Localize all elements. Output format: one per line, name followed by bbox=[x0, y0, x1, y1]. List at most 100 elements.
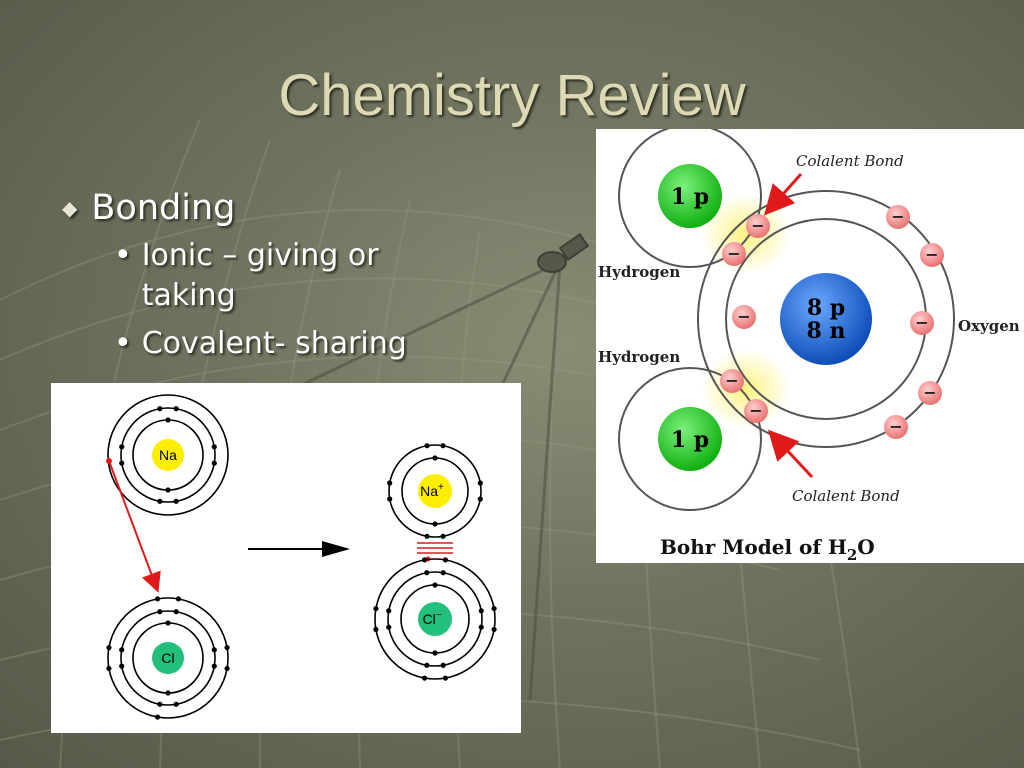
electron-sign: − bbox=[923, 383, 936, 402]
electron-dot bbox=[477, 496, 483, 502]
oxygen-nucleus bbox=[780, 273, 872, 365]
oxygen-label: Oxygen bbox=[958, 317, 1020, 335]
electron-dot bbox=[119, 663, 125, 669]
bullet-ionic-text: Ionic – giving or taking bbox=[141, 238, 379, 313]
electron-dot bbox=[211, 444, 217, 450]
oxygen-neutrons-label: 8 n bbox=[807, 318, 846, 344]
electron-dot bbox=[173, 701, 179, 707]
electron-sign: − bbox=[889, 417, 902, 436]
chloride-ion-label: Cl− bbox=[422, 610, 441, 627]
hydrogen-nucleus-top-label: 1 p bbox=[671, 184, 709, 210]
chlorine-nucleus bbox=[152, 642, 184, 674]
water-bohr-model: 1 p 1 p 8 p 8 n −−−−−−−−−− Colalent Bond… bbox=[596, 129, 1024, 563]
electron-dot bbox=[432, 455, 438, 461]
electron-sign: − bbox=[925, 245, 938, 264]
electron-dot bbox=[432, 650, 438, 656]
electron-dot bbox=[421, 557, 428, 563]
electron-dot bbox=[119, 460, 125, 466]
slide-title: Chemistry Review bbox=[278, 63, 746, 128]
diamond-bullet-icon: ◆ bbox=[62, 196, 78, 220]
electron: − bbox=[720, 369, 744, 393]
electron-dot bbox=[491, 626, 497, 633]
electron-dot bbox=[157, 406, 163, 412]
electron-sign: − bbox=[725, 371, 738, 390]
electron-dot bbox=[432, 582, 438, 588]
electron-dot bbox=[224, 644, 230, 651]
electron-sign: − bbox=[727, 244, 740, 263]
covalent-bond-arrow-bottom bbox=[767, 429, 814, 479]
electron: − bbox=[920, 243, 944, 267]
ionic-bond-lines bbox=[417, 542, 453, 554]
electron-dot bbox=[373, 605, 379, 612]
electron-dot bbox=[119, 444, 125, 450]
diagram-caption: Bohr Model of H2O bbox=[660, 535, 875, 563]
electron-dot bbox=[165, 487, 171, 493]
electron-dot bbox=[478, 624, 484, 630]
orbits bbox=[618, 129, 955, 511]
shell-electrons bbox=[106, 406, 497, 720]
electron-dot bbox=[387, 480, 393, 486]
electron-dot bbox=[211, 460, 217, 466]
electron-dot bbox=[106, 665, 112, 672]
electrons: −−−−−−−−−− bbox=[720, 205, 944, 439]
electron-dot bbox=[440, 662, 446, 668]
dot-bullet-icon: • bbox=[114, 326, 132, 361]
bullet-covalent-text: Covalent- sharing bbox=[141, 326, 407, 361]
electron-dot bbox=[442, 675, 449, 681]
electron-dot bbox=[157, 609, 163, 615]
electron-dot bbox=[119, 647, 125, 653]
covalent-bond-arrow-top bbox=[764, 173, 803, 216]
hydrogen-nucleus-top bbox=[658, 164, 722, 228]
electron-dot bbox=[491, 605, 497, 612]
electron-dot bbox=[424, 443, 430, 449]
electron: − bbox=[746, 214, 770, 238]
electron-dot bbox=[224, 665, 230, 672]
electron-sign: − bbox=[751, 216, 764, 235]
electron-transfer-arrow bbox=[108, 460, 161, 593]
sundial-ornament bbox=[537, 232, 590, 273]
electron-dot bbox=[478, 608, 484, 614]
electron-dot bbox=[373, 626, 379, 633]
electron: − bbox=[744, 399, 768, 423]
oxygen-protons-label: 8 p bbox=[807, 295, 845, 321]
chloride-ion-nucleus bbox=[418, 602, 452, 636]
electron-sign: − bbox=[891, 207, 904, 226]
electron-dot bbox=[157, 701, 163, 707]
electron-dot bbox=[424, 533, 430, 539]
electron-dot bbox=[173, 498, 179, 504]
electron: − bbox=[884, 415, 908, 439]
electron-dot bbox=[175, 596, 182, 602]
covalent-bond-label-bottom: Colalent Bond bbox=[792, 487, 900, 505]
electron-sign: − bbox=[749, 401, 762, 420]
electron-dot bbox=[421, 675, 428, 681]
hydrogen-nucleus-bottom-label: 1 p bbox=[671, 427, 709, 453]
hydrogen-nucleus-bottom bbox=[658, 407, 722, 471]
electron: − bbox=[918, 381, 942, 405]
ionic-bond-diagram: Na Cl Na+ bbox=[51, 383, 521, 733]
sodium-nucleus bbox=[152, 439, 184, 471]
electron-dot bbox=[211, 663, 217, 669]
bullet-bonding-text: Bonding bbox=[91, 188, 236, 228]
hydrogen-label-bottom: Hydrogen bbox=[598, 348, 680, 366]
electron-dot bbox=[440, 570, 446, 576]
electron-dot bbox=[165, 690, 171, 696]
electron-dot bbox=[165, 620, 171, 626]
hydrogen-label-top: Hydrogen bbox=[598, 263, 680, 281]
sodium-atom bbox=[107, 394, 229, 516]
electron-dot bbox=[106, 644, 112, 651]
electron-dot bbox=[386, 608, 392, 614]
sodium-ion-nucleus bbox=[418, 474, 452, 508]
electron: − bbox=[732, 305, 756, 329]
electron-dot bbox=[154, 596, 161, 602]
electron-sign: − bbox=[737, 307, 750, 326]
electron-dot bbox=[432, 521, 438, 527]
electron-dot bbox=[387, 496, 393, 502]
covalent-bond-label-top: Colalent Bond bbox=[796, 152, 904, 170]
bullet-list: ◆ Bonding • Ionic – giving or taking • C… bbox=[62, 188, 454, 364]
electron: − bbox=[886, 205, 910, 229]
bullet-covalent: • Covalent- sharing bbox=[114, 324, 454, 364]
bond-glow-bottom bbox=[701, 349, 791, 429]
electron-dot bbox=[211, 647, 217, 653]
sodium-ion-label: Na+ bbox=[420, 482, 444, 499]
electron-dot bbox=[157, 498, 163, 504]
